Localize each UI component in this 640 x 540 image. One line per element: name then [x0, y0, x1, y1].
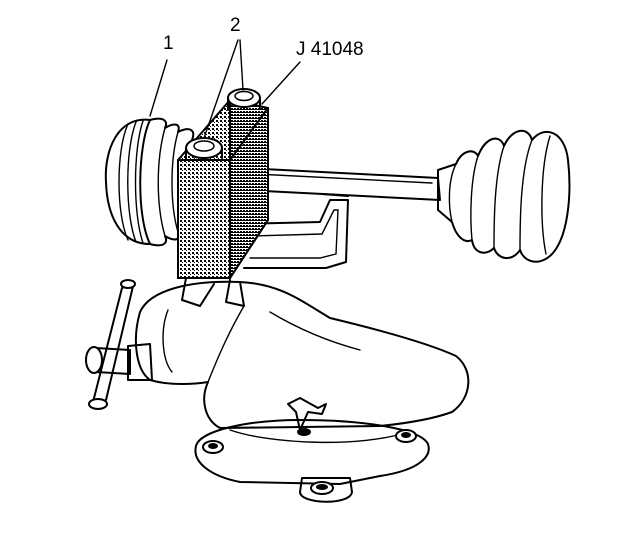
callout-tool-j41048: J 41048 [296, 39, 364, 60]
bench-vise [85, 277, 470, 503]
j41048-crimp-tool-block [177, 88, 269, 282]
right-cv-boot [437, 130, 571, 263]
leader-lines [149, 39, 301, 139]
left-cv-boot [104, 117, 195, 247]
callout-1: 1 [163, 33, 174, 54]
tool-frame [239, 193, 349, 269]
leader-j41048 [261, 61, 301, 105]
leader-2b [239, 39, 244, 91]
callout-2: 2 [230, 15, 241, 36]
leader-2a [203, 39, 239, 139]
leader-1 [149, 59, 168, 117]
clamp-crimp-bolt-rear [227, 88, 261, 111]
